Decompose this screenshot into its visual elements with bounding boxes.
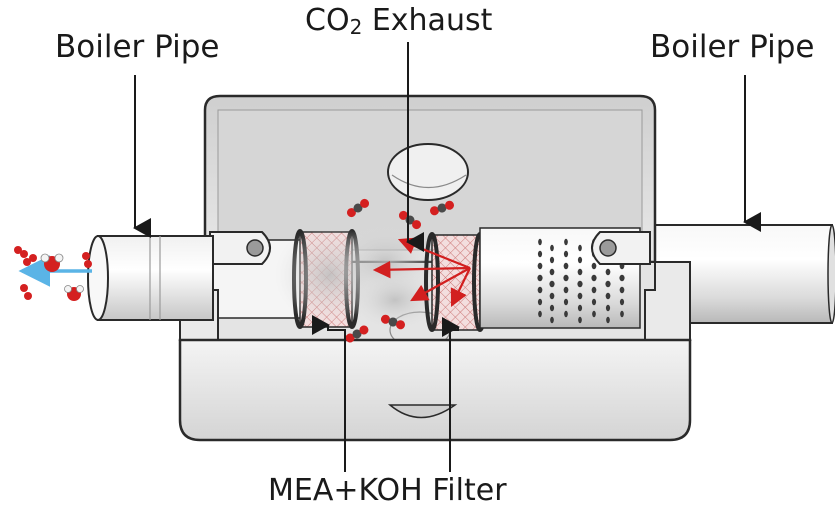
perforation-hole: [550, 316, 554, 324]
perforation-hole: [537, 274, 543, 282]
perforation-hole: [619, 286, 625, 294]
water-molecule-icon: [40, 253, 64, 272]
perforation-hole: [591, 274, 597, 282]
o2-molecule-icon: [82, 252, 92, 268]
perforation-hole: [619, 274, 625, 282]
perforation-hole: [592, 310, 596, 318]
callout-lines: [133, 42, 761, 472]
perforation-hole: [549, 304, 555, 312]
label-co2-suffix: Exhaust: [362, 3, 493, 38]
o2-molecule-icon: [23, 254, 37, 266]
perforation-hole: [550, 244, 554, 252]
perforation-hole: [549, 256, 555, 264]
co2-molecule-icon: [429, 200, 455, 216]
box-front-wall: [178, 259, 692, 442]
perforation-hole: [605, 268, 611, 276]
perforation-hole: [578, 244, 582, 252]
co2-molecule-icon: [346, 198, 370, 218]
perforation-hole: [577, 280, 583, 288]
left-boiler-pipe: [87, 235, 214, 321]
callout-filter-left: [312, 315, 346, 472]
bracket-right: [591, 231, 651, 265]
perforation-hole: [563, 298, 569, 306]
o2-molecule-icon: [20, 284, 32, 300]
exhaust-smoke: [275, 224, 440, 330]
label-boiler-pipe-left: Boiler Pipe: [55, 29, 220, 65]
perforation-hole: [538, 238, 542, 246]
co2-molecule-icon: [345, 325, 369, 343]
label-co2-subscript: 2: [349, 15, 363, 39]
perforation-hole: [563, 274, 569, 282]
perforation-hole: [577, 268, 583, 276]
water-molecule-icon: [64, 285, 84, 301]
perforation-hole: [578, 316, 582, 324]
perforation-hole: [563, 250, 569, 258]
water-molecules: [40, 253, 84, 301]
label-mea-koh-filter: MEA+KOH Filter: [268, 473, 507, 508]
perforation-hole: [538, 310, 542, 318]
co2-molecules: [345, 198, 455, 343]
o2-molecules: [14, 246, 92, 300]
perforation-hole: [537, 250, 543, 258]
perforation-hole: [606, 316, 610, 324]
co2-molecule-icon: [380, 314, 406, 330]
perforation-hole: [564, 238, 568, 246]
perforation-hole: [605, 304, 611, 312]
perforation-hole: [591, 262, 597, 270]
label-co2-prefix: CO: [305, 3, 350, 38]
perforation-hole: [591, 298, 597, 306]
perforation-hole: [619, 298, 625, 306]
label-boiler-pipe-right: Boiler Pipe: [650, 29, 815, 65]
o2-molecule-icon: [14, 246, 28, 258]
perforation-hole: [605, 280, 611, 288]
perforation-hole: [537, 286, 543, 294]
label-co2-exhaust: CO2 Exhaust: [305, 3, 493, 39]
perforation-hole: [577, 256, 583, 264]
perforation-hole: [563, 262, 569, 270]
perforation-hole: [537, 298, 543, 306]
perforation-hole: [577, 304, 583, 312]
callout-filter-right: [442, 317, 460, 472]
perforation-hole: [605, 292, 611, 300]
perforation-hole: [620, 310, 624, 318]
perforation-hole: [537, 262, 543, 270]
perforation-hole: [564, 310, 568, 318]
perforation-hole: [549, 268, 555, 276]
perforation-hole: [577, 292, 583, 300]
perforation-hole: [591, 286, 597, 294]
perforation-hole: [563, 286, 569, 294]
bracket-left: [209, 231, 271, 265]
filter-right: [424, 232, 488, 332]
perforation-hole: [549, 292, 555, 300]
perforation-hole: [549, 280, 555, 288]
